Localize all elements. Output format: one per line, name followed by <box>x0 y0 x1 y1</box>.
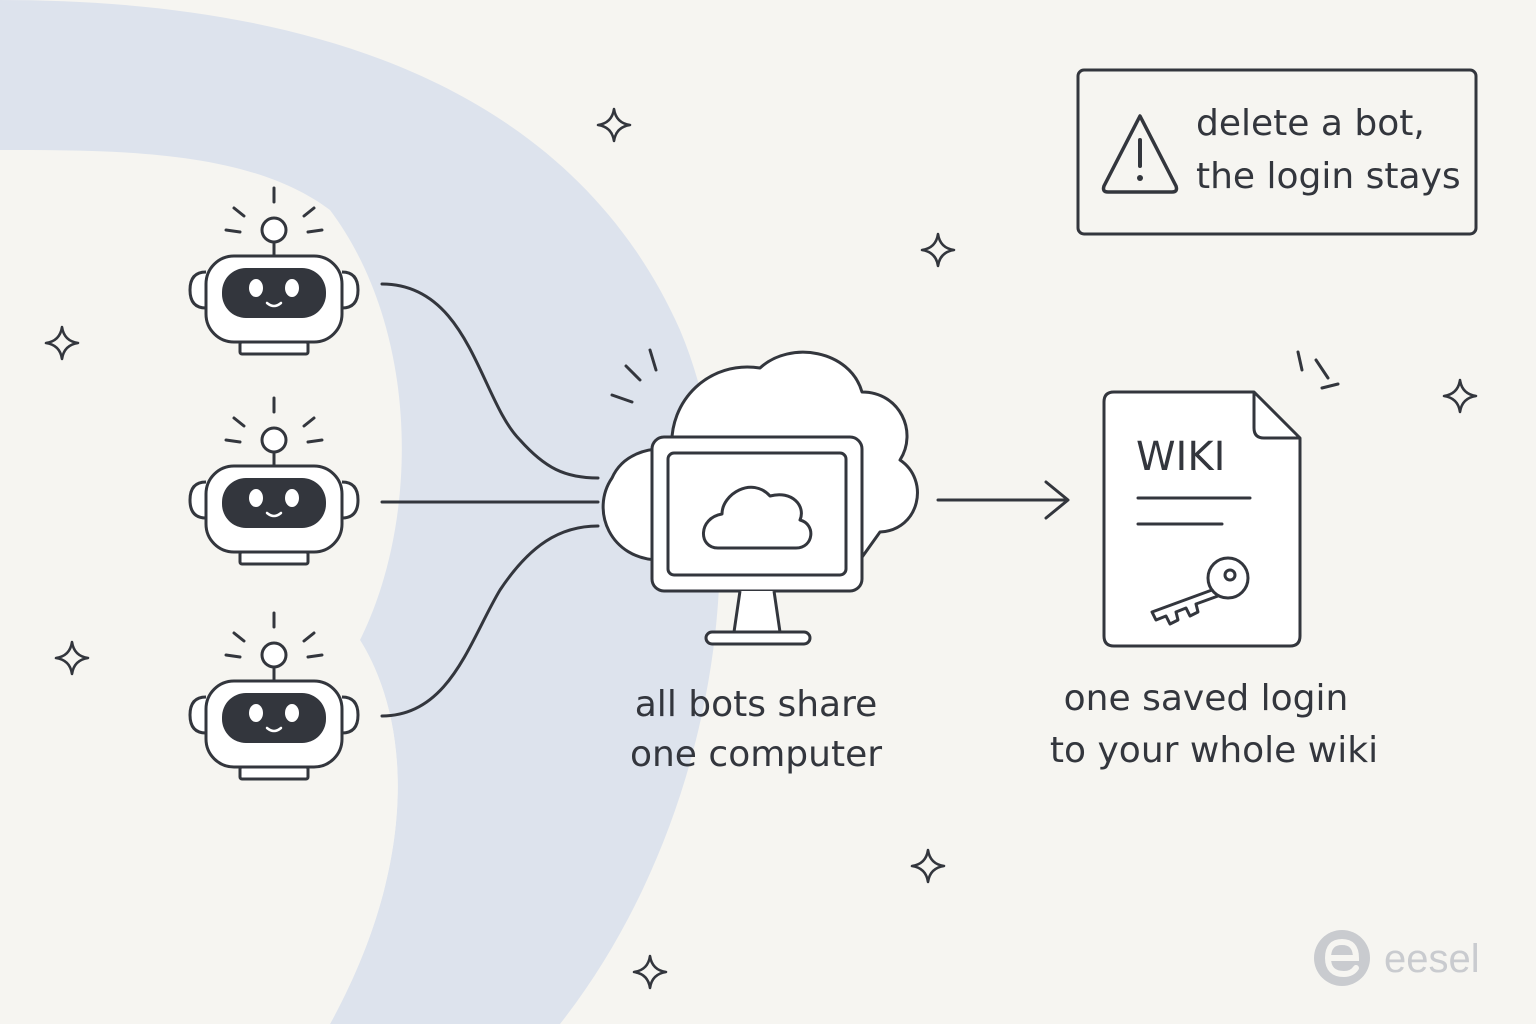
wiki-caption-line-2: to your whole wiki <box>1050 730 1378 771</box>
computer-caption-line-1: all bots share <box>635 684 878 725</box>
arrow-right-icon <box>936 480 1070 520</box>
sparkle-icon <box>1442 378 1478 414</box>
robot-icon <box>188 611 360 781</box>
sparkle-icon <box>632 954 668 990</box>
warning-box <box>1076 68 1478 236</box>
connector-line <box>380 524 600 718</box>
robot-icon <box>188 396 360 566</box>
sparkle-icon <box>54 640 90 676</box>
cloud-monitor-icon <box>601 348 919 646</box>
sparkle-icon <box>910 848 946 884</box>
sparkle-icon <box>44 325 80 361</box>
wiki-caption-line-1: one saved login <box>1064 678 1349 719</box>
brand-name: eesel <box>1384 937 1480 981</box>
background-band <box>0 0 720 1024</box>
sparkle-icon <box>596 107 632 143</box>
warning-triangle-icon <box>1101 114 1179 194</box>
eesel-logo-icon <box>1314 930 1370 986</box>
key-icon <box>1150 556 1250 626</box>
warning-line-1: delete a bot, <box>1196 103 1425 144</box>
connector-line <box>380 282 600 480</box>
wiki-title: WIKI <box>1136 434 1225 480</box>
sparkle-icon <box>920 232 956 268</box>
wiki-document-icon <box>1102 350 1340 648</box>
computer-caption-line-2: one computer <box>630 734 882 775</box>
warning-line-2: the login stays <box>1196 156 1461 197</box>
